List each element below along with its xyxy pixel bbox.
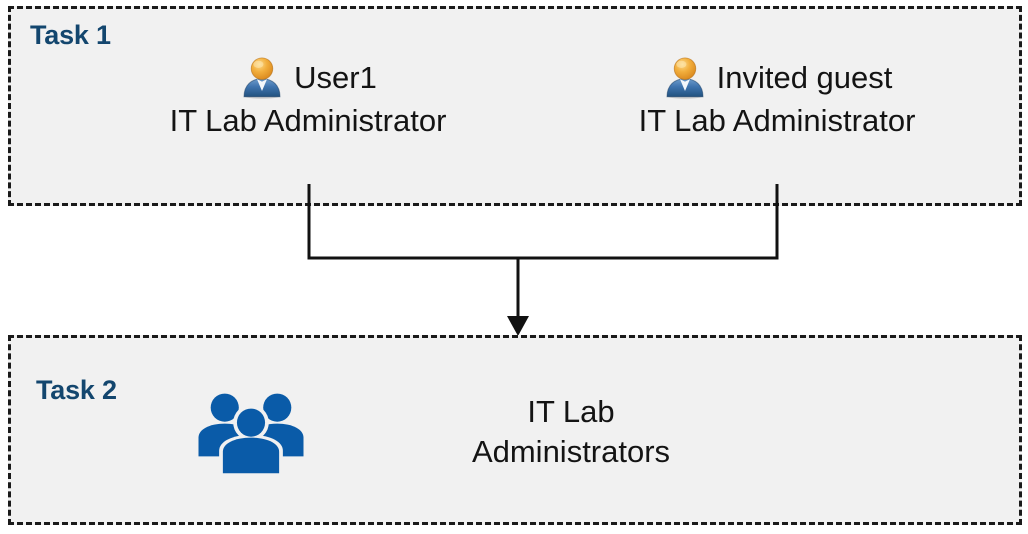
task-1-label: Task 1 [30,20,111,50]
task-2-label: Task 2 [36,375,117,405]
group-icon [198,393,304,476]
user-icon [243,57,281,99]
person-invited-guest-name: Invited guest [716,59,893,95]
task-2-container [8,335,1022,525]
person-user1: User1 IT Lab Administrator [143,55,473,141]
group-name-line-1: IT Lab [527,394,615,430]
person-invited-guest-role: IT Lab Administrator [638,103,916,138]
group-name-line-2: Administrators [471,434,671,469]
person-invited-guest: Invited guest IT Lab Administrator [612,55,942,141]
person-user1-header: User1 [143,55,473,101]
person-user1-role: IT Lab Administrator [169,103,447,138]
group-name: IT Lab Administrators [392,392,750,471]
task-1-container [8,6,1022,206]
person-user1-name: User1 [294,59,377,95]
group-entry: IT Lab Administrators [190,382,750,482]
person-invited-guest-header: Invited guest [612,55,942,101]
user-icon [666,57,704,99]
